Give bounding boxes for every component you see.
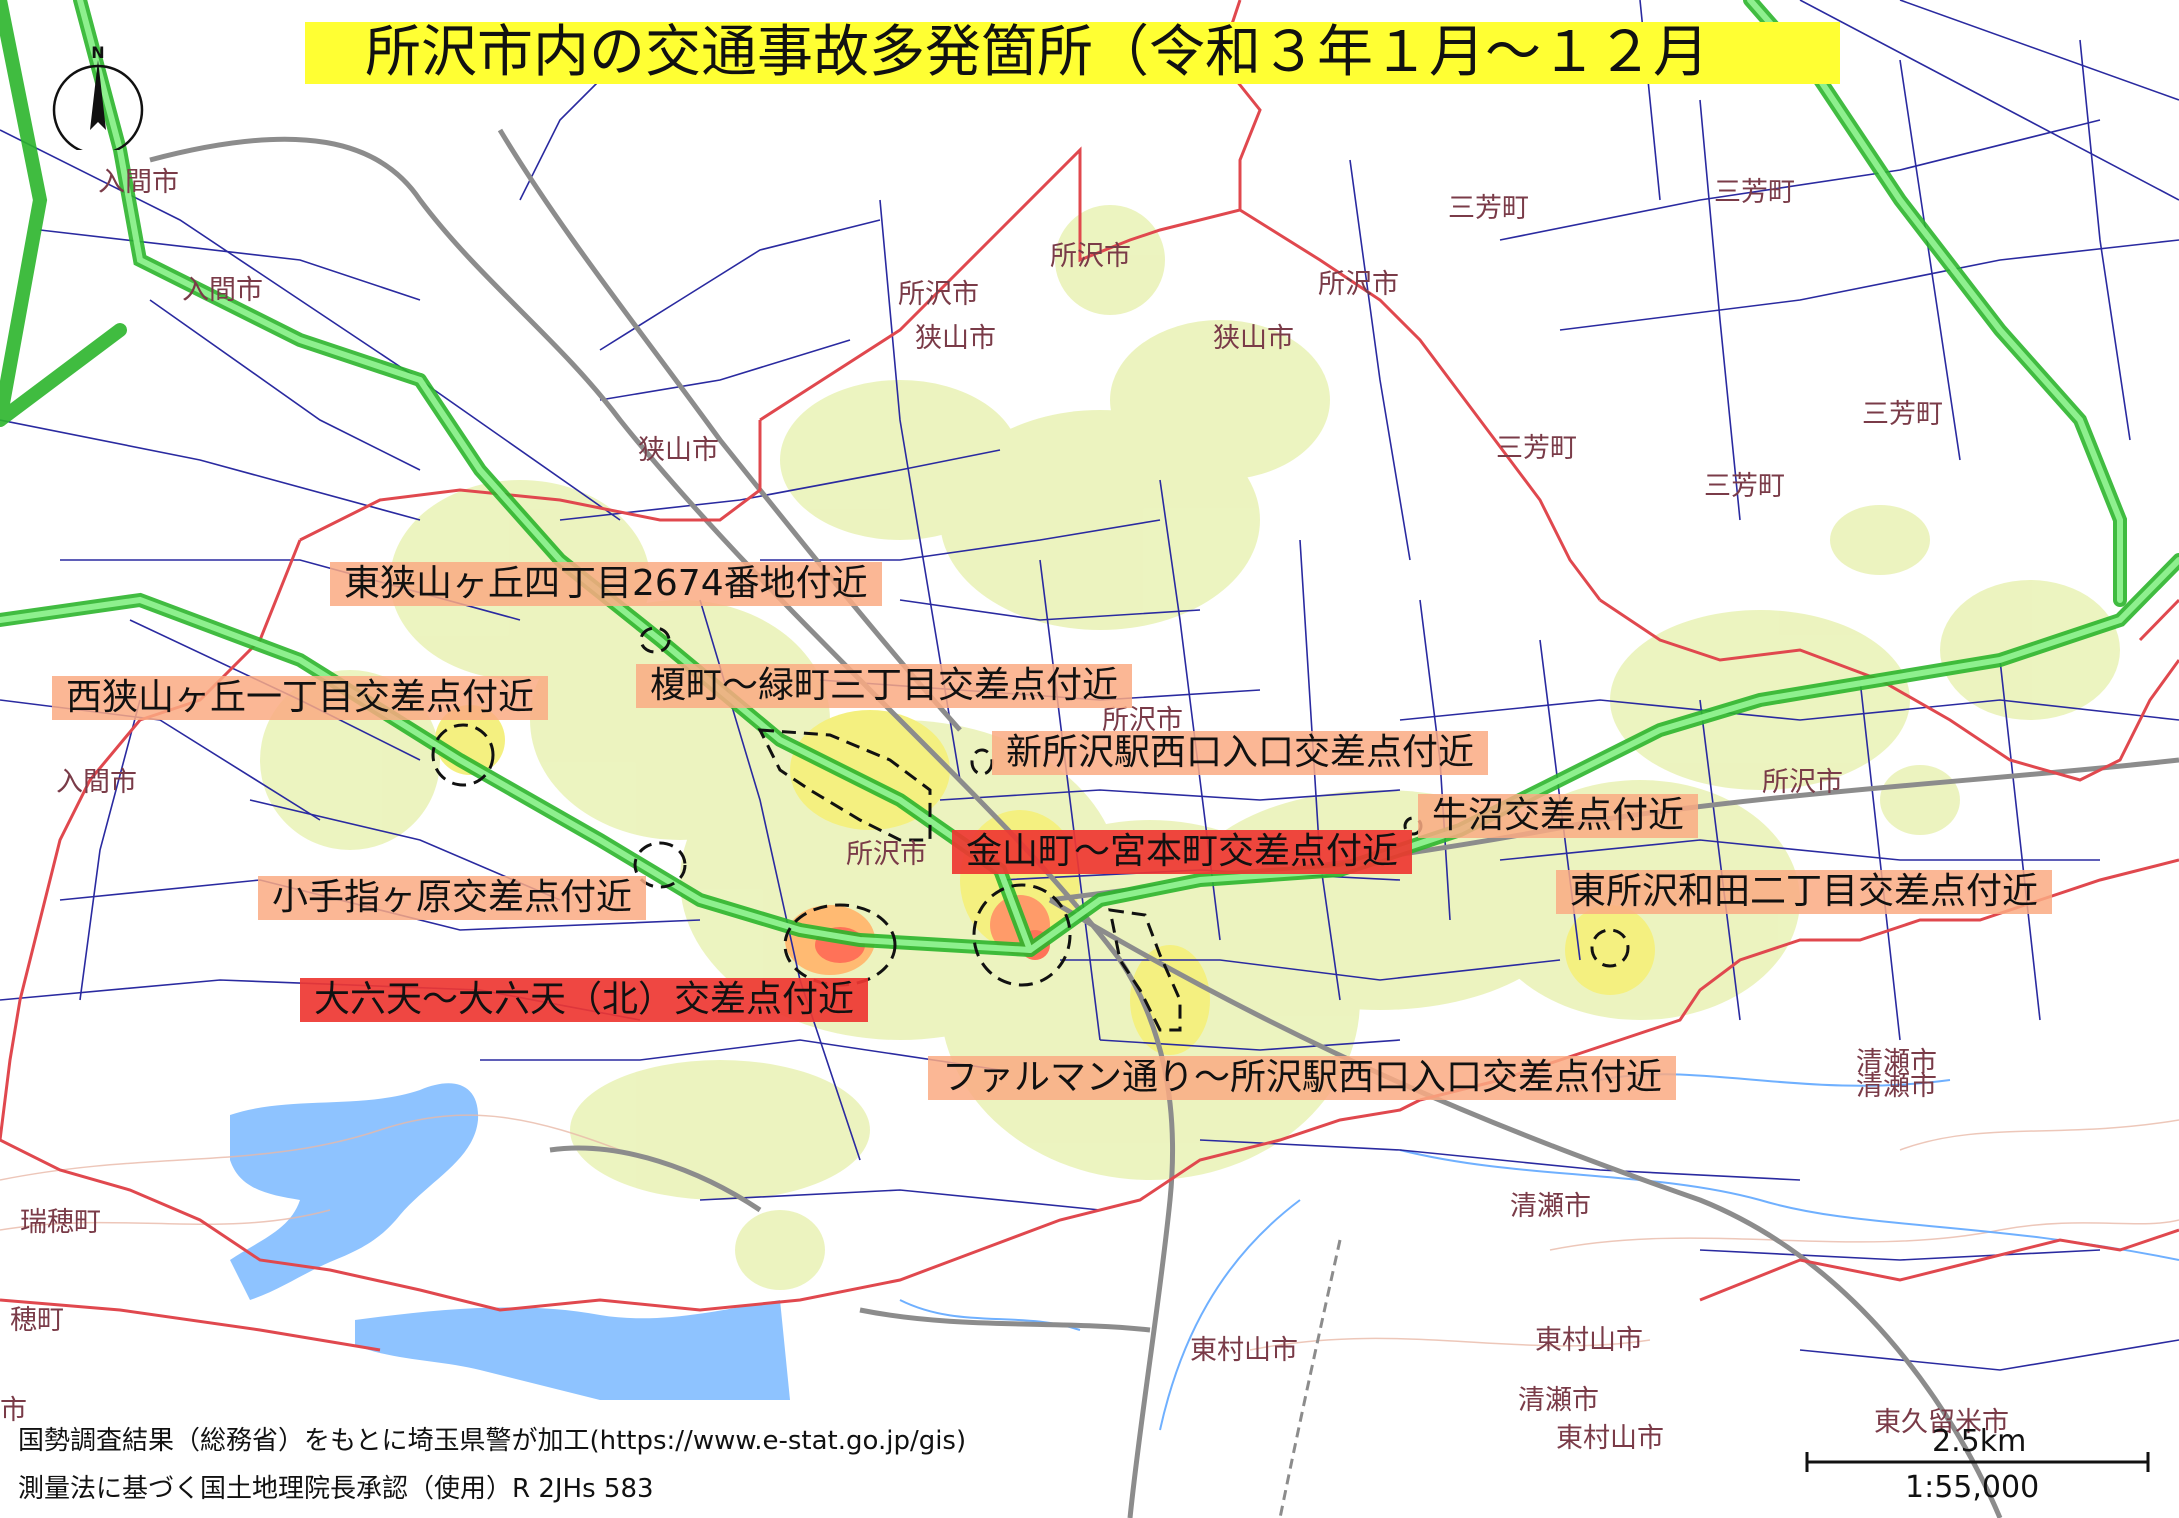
city-boundaries xyxy=(0,0,2179,1352)
scale-bar xyxy=(1805,1452,2150,1472)
credit-survey-approval: 測量法に基づく国土地理院長承認（使用）R 2JHs 583 xyxy=(18,1474,654,1504)
place-name: 所沢市 xyxy=(1318,269,1399,300)
place-name: 市 xyxy=(0,1395,27,1426)
place-name: 入間市 xyxy=(98,167,179,198)
place-name: 所沢市 xyxy=(1050,241,1131,272)
ring-nishi-sayamagaoka xyxy=(431,723,495,787)
north-arrow-icon: N xyxy=(52,43,144,150)
hotspot-label: 大六天～大六天（北）交差点付近 xyxy=(300,978,869,1022)
place-name: 清瀬市 xyxy=(1856,1047,1937,1078)
place-name: 東村山市 xyxy=(1535,1325,1643,1356)
place-name: 清瀬市 xyxy=(1510,1191,1591,1222)
contour-lines xyxy=(0,1114,2179,1351)
place-name: 清瀬市 xyxy=(1856,1071,1937,1102)
seibu-chichibu-line xyxy=(1278,1239,1342,1518)
ring-kanayama xyxy=(972,883,1072,987)
place-name: 所沢市 xyxy=(898,279,979,310)
hotspot-label: 東所沢和田二丁目交差点付近 xyxy=(1556,870,2053,914)
place-name: 東村山市 xyxy=(1190,1335,1298,1366)
credit-statistics-source: 国勢調査結果（総務省）をもとに埼玉県警が加工(https://www.e-sta… xyxy=(18,1426,967,1456)
hotspot-label: 東狭山ヶ丘四丁目2674番地付近 xyxy=(330,562,882,606)
place-name: 瑞穂町 xyxy=(20,1207,101,1238)
hotspot-label: 金山町～宮本町交差点付近 xyxy=(952,830,1413,874)
place-name: 狭山市 xyxy=(638,435,719,466)
scale-ratio: 1:55,000 xyxy=(1905,1470,2040,1505)
ring-higashi-tokorozawa-wada xyxy=(1590,928,1630,968)
place-name: 三芳町 xyxy=(1496,433,1577,464)
hotspot-label: 新所沢駅西口入口交差点付近 xyxy=(992,731,1489,775)
place-name: 東久留米市 xyxy=(1874,1407,2009,1438)
ring-farman xyxy=(1108,908,1182,1032)
place-name: 所沢市 xyxy=(1102,705,1183,736)
map-title: 所沢市内の交通事故多発箇所（令和３年１月～１２月 xyxy=(305,22,1840,84)
hotspot-label: 西狭山ヶ丘一丁目交差点付近 xyxy=(52,676,549,720)
ring-konashi xyxy=(633,841,687,889)
hotspot-label: 牛沼交差点付近 xyxy=(1418,794,1699,838)
north-label: N xyxy=(91,43,104,62)
hotspot-label: 小手指ヶ原交差点付近 xyxy=(258,876,647,920)
place-name: 三芳町 xyxy=(1862,399,1943,430)
scale-distance: 2.5km xyxy=(1932,1424,2027,1459)
place-name: 狭山市 xyxy=(1213,323,1294,354)
ring-enoki-midori xyxy=(757,728,932,842)
place-name: 入間市 xyxy=(182,275,263,306)
place-name: 狭山市 xyxy=(915,323,996,354)
sayama-lake xyxy=(230,1083,479,1300)
place-name: 三芳町 xyxy=(1714,177,1795,208)
tama-lake xyxy=(355,1300,790,1400)
place-name: 入間市 xyxy=(56,767,137,798)
place-name: 所沢市 xyxy=(1762,767,1843,798)
hotspot-label: 榎町～緑町三丁目交差点付近 xyxy=(636,664,1133,708)
place-name: 三芳町 xyxy=(1448,193,1529,224)
place-name: 東村山市 xyxy=(1556,1423,1664,1454)
hotspot-label: ファルマン通り～所沢駅西口入口交差点付近 xyxy=(928,1056,1677,1100)
place-name: 三芳町 xyxy=(1704,471,1785,502)
place-name: 所沢市 xyxy=(846,839,927,870)
ring-east-sayamagaoka xyxy=(639,626,671,654)
place-name: 穂町 xyxy=(10,1305,64,1336)
place-name: 清瀬市 xyxy=(1518,1385,1599,1416)
